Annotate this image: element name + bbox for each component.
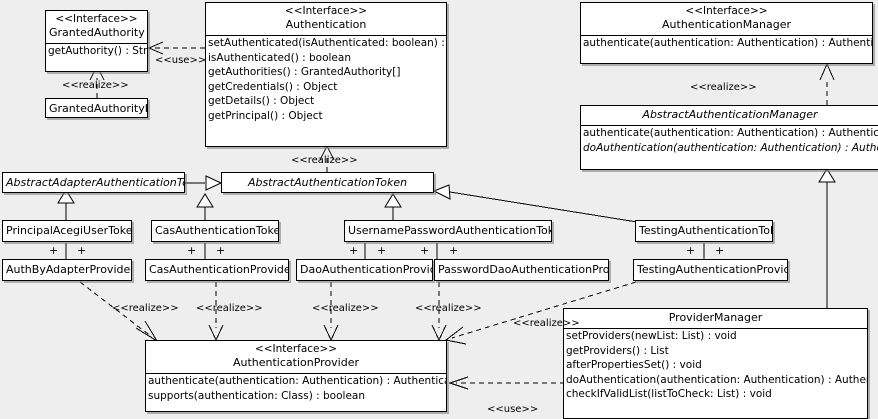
member-list: authenticate(authentication: Authenticat… bbox=[146, 374, 446, 403]
class-name: CasAuthenticationToken bbox=[155, 224, 279, 237]
class-name: AuthenticationProvider bbox=[232, 356, 360, 369]
multiplicity-marker: + bbox=[715, 244, 725, 257]
class-granted-authority-impl[interactable]: GrantedAuthorityImpl bbox=[45, 98, 148, 118]
class-header: AbstractAuthenticationManager bbox=[581, 106, 878, 126]
class-name: Authentication bbox=[285, 18, 367, 31]
class-name: ProviderManager bbox=[668, 311, 763, 324]
class-name: GrantedAuthorityImpl bbox=[49, 102, 148, 115]
member-item: setProviders(newList: List) : void bbox=[566, 330, 737, 342]
multiplicity-marker: + bbox=[77, 244, 87, 257]
member-item: getCredentials() : Object bbox=[208, 80, 338, 93]
multiplicity-marker: + bbox=[449, 244, 459, 257]
class-auth-by-adapter-provider[interactable]: AuthByAdapterProvider bbox=[2, 259, 132, 281]
member-item: setAuthenticated(isAuthenticated: boolea… bbox=[208, 37, 447, 49]
class-name: PasswordDaoAuthenticationProvider bbox=[438, 263, 609, 276]
class-header: <<Interface>> GrantedAuthority bbox=[46, 11, 147, 44]
member-item: checkIfValidList(listToCheck: List) : vo… bbox=[566, 388, 772, 400]
multiplicity-marker: + bbox=[377, 244, 387, 257]
class-header: <<Interface>> Authentication bbox=[206, 3, 446, 36]
class-testing-authentication-token[interactable]: TestingAuthenticationToken bbox=[635, 220, 773, 242]
class-name: UsernamePasswordAuthenticationToken bbox=[348, 224, 552, 237]
class-name: CasAuthenticationProvider bbox=[149, 263, 289, 276]
stereotype-label: <<Interface>> bbox=[254, 343, 338, 355]
edge-label-realize-cas-authentication-provider: <<realize>> bbox=[196, 303, 263, 314]
member-item: getAuthorities() : GrantedAuthority[] bbox=[208, 66, 401, 78]
class-name: AbstractAuthenticationManager bbox=[642, 108, 818, 121]
member-list: authenticate(authentication: Authenticat… bbox=[581, 36, 872, 51]
multiplicity-marker: + bbox=[187, 244, 197, 257]
class-authentication-manager[interactable]: <<Interface>> AuthenticationManager auth… bbox=[580, 2, 873, 64]
class-password-dao-authentication-provider[interactable]: PasswordDaoAuthenticationProvider bbox=[434, 259, 609, 281]
class-granted-authority[interactable]: <<Interface>> GrantedAuthority getAuthor… bbox=[45, 10, 148, 72]
class-name: DaoAuthenticationProvider bbox=[300, 263, 432, 276]
class-name: PrincipalAcegiUserToken bbox=[6, 224, 132, 237]
class-principal-acegi-user-token[interactable]: PrincipalAcegiUserToken bbox=[2, 220, 132, 242]
stereotype-label: <<Interface>> bbox=[284, 5, 368, 17]
member-item: afterPropertiesSet() : void bbox=[566, 359, 702, 371]
class-name: AbstractAdapterAuthenticationToken bbox=[6, 176, 184, 189]
class-name: TestingAuthenticationToken bbox=[639, 224, 772, 237]
member-item: doAuthentication(authentication: Authent… bbox=[583, 141, 878, 154]
class-provider-manager[interactable]: ProviderManager setProviders(newList: Li… bbox=[563, 308, 868, 419]
edge-label-realize-testing-authentication-provider: <<realize>> bbox=[513, 318, 580, 329]
member-list: authenticate(authentication: Authenticat… bbox=[581, 126, 878, 155]
class-cas-authentication-provider[interactable]: CasAuthenticationProvider bbox=[145, 259, 289, 281]
class-authentication[interactable]: <<Interface>> Authentication setAuthenti… bbox=[205, 2, 447, 147]
class-header: <<Interface>> AuthenticationProvider bbox=[146, 341, 446, 374]
class-header: ProviderManager bbox=[564, 309, 867, 329]
class-username-password-authentication-token[interactable]: UsernamePasswordAuthenticationToken bbox=[344, 220, 552, 242]
edge-label-realize-password-dao-authentication-provider: <<realize>> bbox=[415, 303, 482, 314]
member-list: getAuthority() : String bbox=[46, 44, 147, 59]
multiplicity-marker: + bbox=[420, 244, 430, 257]
class-abstract-adapter-authentication-token[interactable]: AbstractAdapterAuthenticationToken bbox=[2, 172, 185, 193]
member-item: getDetails() : Object bbox=[208, 95, 315, 107]
member-list: setProviders(newList: List) : void getPr… bbox=[564, 329, 867, 402]
stereotype-label: <<Interface>> bbox=[55, 13, 138, 25]
member-item: getProviders() : List bbox=[566, 344, 669, 357]
multiplicity-marker: + bbox=[49, 244, 59, 257]
class-cas-authentication-token[interactable]: CasAuthenticationToken bbox=[151, 220, 279, 242]
class-name: AbstractAuthenticationToken bbox=[247, 176, 408, 189]
class-name: AuthByAdapterProvider bbox=[6, 263, 132, 276]
class-name: TestingAuthenticationProvider bbox=[637, 263, 788, 276]
stereotype-label: <<Interface>> bbox=[685, 5, 768, 17]
member-item: doAuthentication(authentication: Authent… bbox=[566, 373, 867, 386]
member-item: authenticate(authentication: Authenticat… bbox=[583, 127, 878, 139]
multiplicity-marker: + bbox=[349, 244, 359, 257]
edge-label-realize-auth-by-adapter-provider: <<realize>> bbox=[112, 303, 179, 314]
class-dao-authentication-provider[interactable]: DaoAuthenticationProvider bbox=[296, 259, 433, 281]
member-item: authenticate(authentication: Authenticat… bbox=[583, 37, 873, 49]
edge-label-use-authentication-granted-authority: <<use>> bbox=[155, 55, 207, 66]
member-item: authenticate(authentication: Authenticat… bbox=[148, 375, 447, 387]
edge-label-realize-abstract-authentication-token: <<realize>> bbox=[291, 155, 358, 166]
class-name: GrantedAuthority bbox=[49, 26, 145, 39]
member-item: getPrincipal() : Object bbox=[208, 109, 323, 122]
edge-label-realize-dao-authentication-provider: <<realize>> bbox=[312, 303, 379, 314]
member-list: setAuthenticated(isAuthenticated: boolea… bbox=[206, 36, 446, 123]
class-header: <<Interface>> AuthenticationManager bbox=[581, 3, 872, 36]
edge-label-realize-abstract-authentication-manager: <<realize>> bbox=[690, 82, 757, 93]
edge-label-use-provider-manager-authentication-provider: <<use>> bbox=[487, 404, 539, 415]
multiplicity-marker: + bbox=[686, 244, 696, 257]
class-authentication-provider[interactable]: <<Interface>> AuthenticationProvider aut… bbox=[145, 340, 447, 412]
class-name: AuthenticationManager bbox=[662, 18, 791, 31]
multiplicity-marker: + bbox=[216, 244, 226, 257]
member-item: isAuthenticated() : boolean bbox=[208, 51, 351, 64]
member-item: supports(authentication: Class) : boolea… bbox=[148, 389, 365, 402]
class-abstract-authentication-token[interactable]: AbstractAuthenticationToken bbox=[221, 172, 434, 193]
member-item: getAuthority() : String bbox=[48, 45, 148, 57]
edge-label-realize-granted-authority-impl: <<realize>> bbox=[62, 80, 129, 91]
class-abstract-authentication-manager[interactable]: AbstractAuthenticationManager authentica… bbox=[580, 105, 878, 170]
class-testing-authentication-provider[interactable]: TestingAuthenticationProvider bbox=[633, 259, 788, 281]
